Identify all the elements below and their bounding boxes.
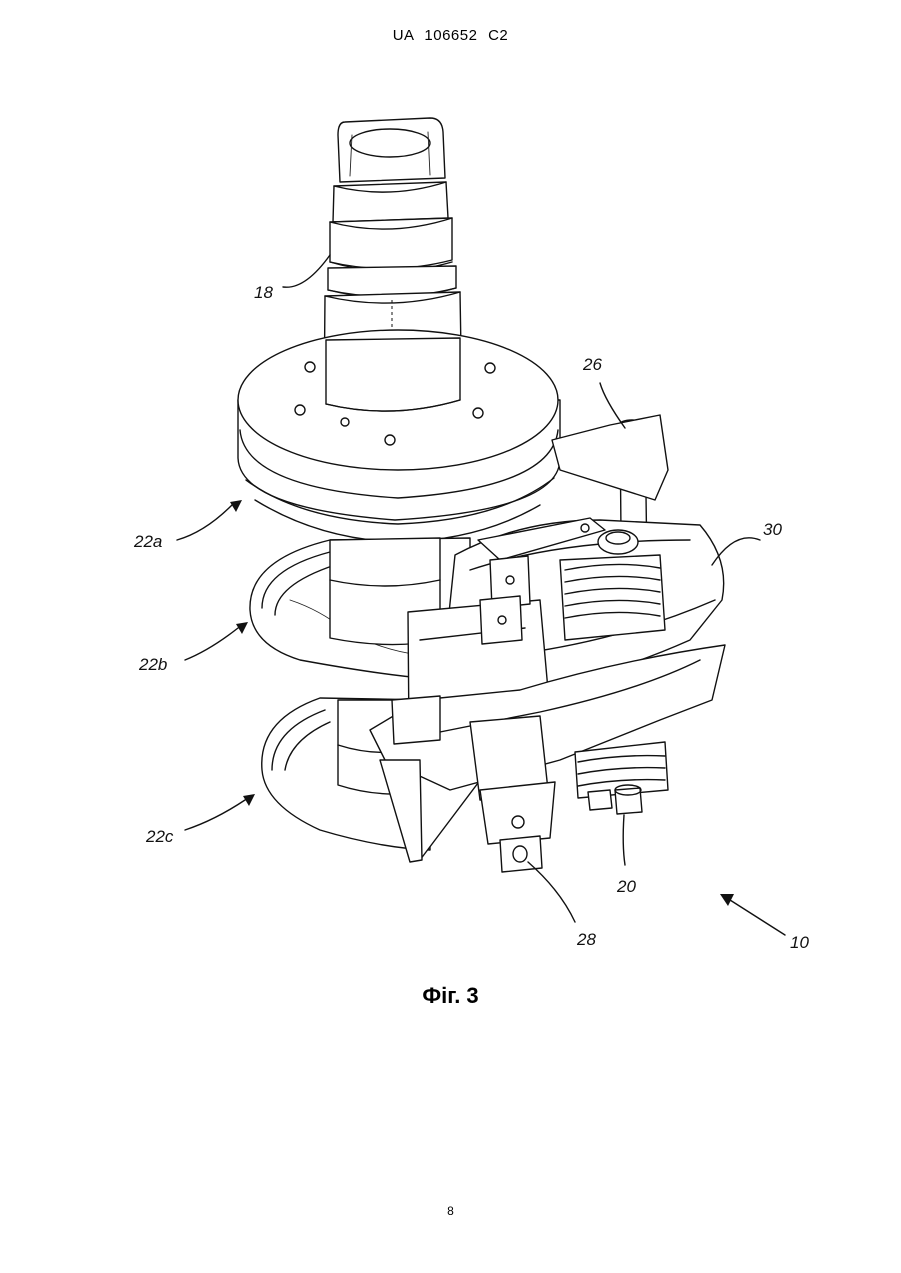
figure-caption: Фіг. 3 (0, 983, 901, 1009)
disc-22a (238, 330, 560, 542)
ref-label-28: 28 (576, 930, 596, 949)
ref-label-30: 30 (763, 520, 782, 539)
ref-label-10: 10 (790, 933, 809, 952)
ref-label-26: 26 (582, 355, 602, 374)
ref-label-22a: 22a (133, 532, 162, 551)
ref-label-22b: 22b (138, 655, 167, 674)
ref-label-22c: 22c (145, 827, 174, 846)
ref-label-18: 18 (254, 283, 273, 302)
ref-label-20: 20 (616, 877, 636, 896)
page-number: 8 (0, 1204, 901, 1218)
